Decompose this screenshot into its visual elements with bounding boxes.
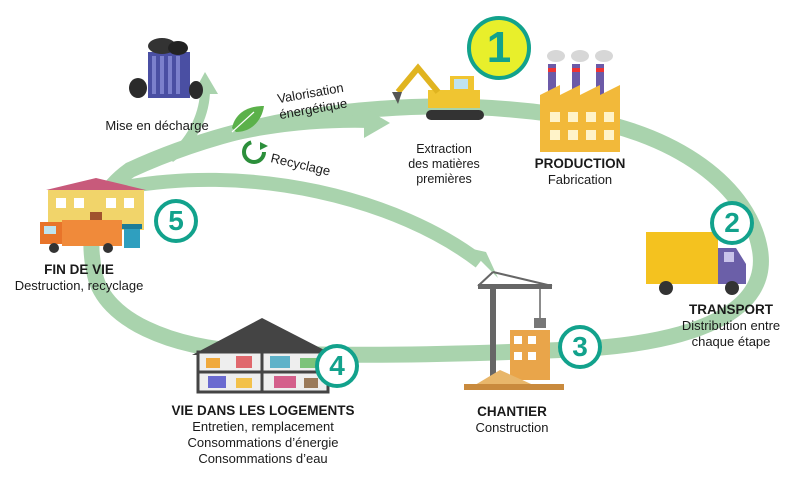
garbage-truck-icon	[40, 220, 122, 253]
dumpster-icon	[129, 38, 203, 99]
valorisation-arrowhead	[364, 108, 390, 138]
decharge-flow	[166, 89, 210, 163]
production-subtitle: Fabrication	[547, 172, 613, 187]
step-2-number: 2	[724, 207, 740, 238]
transport-line-1: Distribution entre	[681, 318, 781, 333]
chantier-title: CHANTIER	[477, 404, 547, 419]
production-title: PRODUCTION	[534, 156, 626, 171]
house-cutaway-icon	[192, 318, 334, 394]
fin-de-vie-title: FIN DE VIE	[44, 262, 114, 277]
logements-line-1: Entretien, remplacement	[192, 419, 334, 434]
recycling-flow	[108, 172, 485, 268]
step-4-circle	[315, 344, 359, 388]
step-2-circle	[710, 201, 754, 245]
recyclage-label: Recyclage	[269, 150, 332, 178]
step-5-circle	[154, 199, 198, 243]
fin-de-vie-subtitle: Destruction, recyclage	[14, 278, 144, 293]
factory-icon	[540, 50, 620, 152]
logements-label: VIE DANS LES LOGEMENTS Entretien, rempla…	[144, 403, 382, 467]
recycling-arrowhead	[468, 248, 498, 278]
chantier-subtitle: Construction	[475, 420, 549, 435]
logements-line-2: Consommations d’énergie	[187, 435, 339, 450]
fin-de-vie-label: FIN DE VIE Destruction, recyclage	[4, 262, 154, 294]
decharge-label: Mise en décharge	[105, 118, 209, 133]
transport-label: TRANSPORT Distribution entre chaque étap…	[666, 302, 796, 350]
recycle-icon	[242, 140, 268, 164]
crane-icon	[464, 271, 564, 390]
logements-line-3: Consommations d’eau	[198, 451, 328, 466]
step-5-number: 5	[168, 205, 184, 236]
extraction-line-2: des matières	[408, 157, 480, 171]
logements-title: VIE DANS LES LOGEMENTS	[171, 403, 355, 418]
step-1-number: 1	[486, 23, 512, 72]
truck-icon	[646, 232, 746, 295]
transport-title: TRANSPORT	[689, 302, 773, 317]
step-3-circle	[558, 325, 602, 369]
extraction-line-3: premières	[416, 172, 472, 186]
production-label: PRODUCTION Fabrication	[510, 156, 650, 188]
leaf-icon	[231, 106, 264, 133]
extraction-label: Extraction des matières premières	[392, 142, 496, 187]
chantier-label: CHANTIER Construction	[452, 404, 572, 436]
step-4-number: 4	[329, 350, 345, 381]
step-1-circle	[467, 16, 531, 80]
transport-line-2: chaque étape	[691, 334, 771, 349]
recycling-bin-icon	[122, 224, 142, 248]
excavator-icon	[392, 63, 484, 120]
step-3-number: 3	[572, 331, 588, 362]
extraction-line-1: Extraction	[416, 142, 472, 156]
